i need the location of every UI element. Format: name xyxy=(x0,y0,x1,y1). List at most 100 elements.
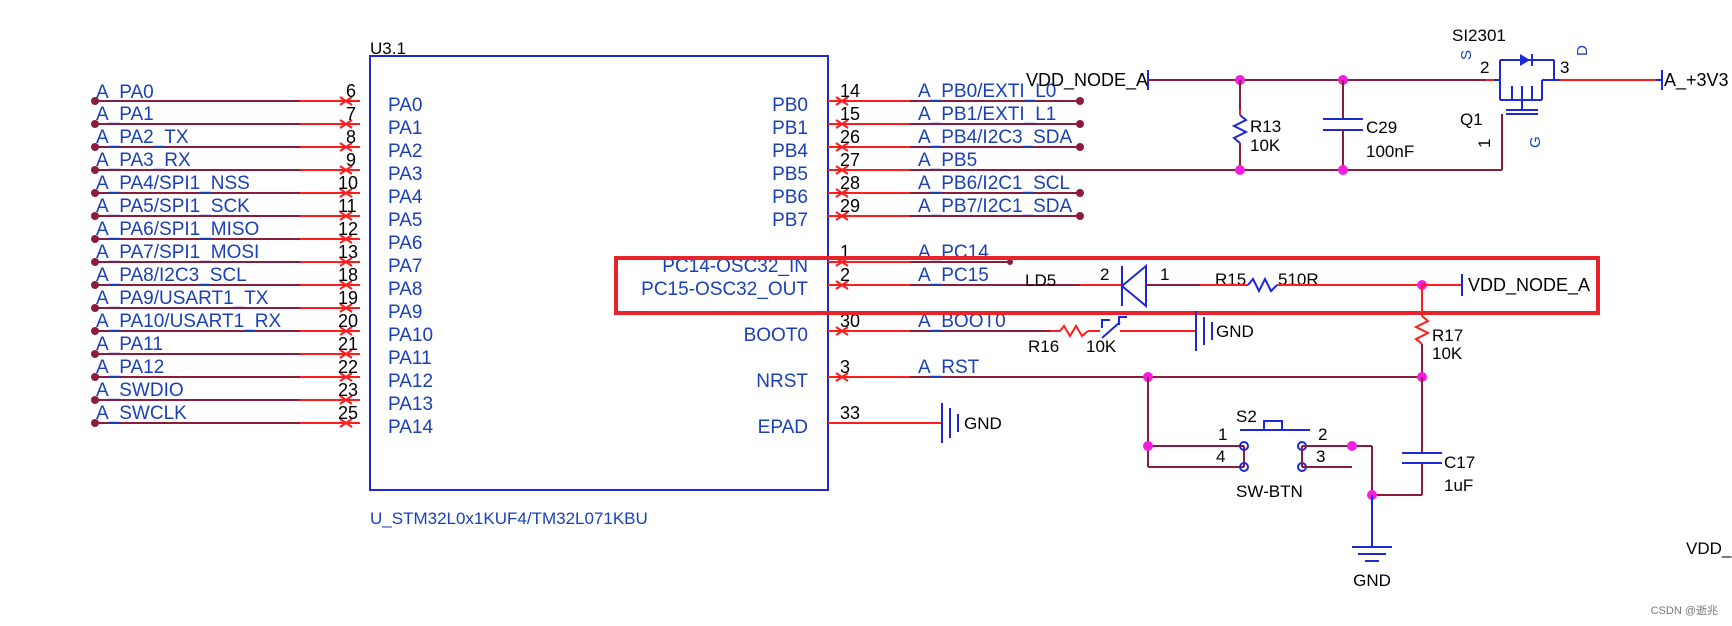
right-pin-epad: 33 EPAD xyxy=(758,403,942,438)
pin-num: 33 xyxy=(840,403,860,423)
net-label: A_PB6/I2C1_SCL xyxy=(918,173,1070,194)
resistor-r15: R15 510R xyxy=(1200,270,1422,294)
pin-name: PA7 xyxy=(388,256,423,277)
left-pin-pa8: A_PA8/I2C3_SCL 18 PA8 xyxy=(91,265,423,300)
left-pin-pa10: A_PA10/USART1_RX 20 PA10 xyxy=(91,311,433,346)
right-pin-pb4: 26 PB4 A_PB4/I2C3_SDA xyxy=(772,127,1084,162)
pin-name: PB1 xyxy=(772,118,808,139)
gnd-boot-symbol: GND xyxy=(1195,311,1254,351)
ref: Q1 xyxy=(1460,110,1483,129)
pin-num: 10 xyxy=(338,173,358,193)
pin-name: PA13 xyxy=(388,394,433,415)
pin-num: 27 xyxy=(840,150,860,170)
right-pin-pb1: 15 PB1 A_PB1/EXTI_L1 xyxy=(772,104,1084,139)
net-label: A_PA10/USART1_RX xyxy=(96,311,281,332)
right-pin-pc14: 1 PC14-OSC32_IN A_PC14 xyxy=(662,242,1013,277)
net-label: A_PA12 xyxy=(96,357,164,378)
right-pin-nrst: 3 NRST A_RST xyxy=(756,357,1422,392)
p3: 3 xyxy=(1316,447,1325,466)
pin-name: PC14-OSC32_IN xyxy=(662,256,808,277)
pin1: 1 xyxy=(1160,265,1169,284)
right-pin-pb5: 27 PB5 A_PB5 xyxy=(772,150,1502,185)
pin-num: 30 xyxy=(840,311,860,331)
pin-s: S xyxy=(1458,50,1475,60)
pin-g: G xyxy=(1527,136,1544,148)
right-pin-pb7: 29 PB7 A_PB7/I2C1_SDA xyxy=(772,196,1084,231)
net-label: VDD_NODE_A xyxy=(1468,275,1590,296)
left-pin-pa3: A_PA3_RX 9 PA3 xyxy=(91,150,423,185)
pin2: 2 xyxy=(1480,58,1489,77)
pin-num: 6 xyxy=(346,81,356,101)
left-pin-pa12: A_PA12 22 PA12 xyxy=(91,357,433,392)
pin-num: 1 xyxy=(840,242,850,262)
pin-name: PA5 xyxy=(388,210,423,231)
gnd-label: GND xyxy=(964,414,1002,433)
part: SW-BTN xyxy=(1236,482,1303,501)
pin-name: PB5 xyxy=(772,164,808,185)
right-pin-pb0: 14 PB0 A_PB0/EXTI_L0 xyxy=(772,81,1084,116)
switch-s2: S2 SW-BTN 1 2 3 4 xyxy=(1143,377,1373,501)
value: 10K xyxy=(1432,344,1463,363)
right-pin-boot0: 30 BOOT0 A_BOOT0 xyxy=(744,311,1060,346)
left-pin-pa11: A_PA11 21 PA11 xyxy=(91,334,432,369)
net-label: A_PB0/EXTI_L0 xyxy=(918,81,1056,102)
value: 1uF xyxy=(1444,476,1473,495)
value: 510R xyxy=(1278,270,1319,289)
net-label: A_PA2_TX xyxy=(96,127,189,148)
net-label: A_BOOT0 xyxy=(918,311,1006,332)
pin-name: PA14 xyxy=(388,417,434,438)
pin-name: PA6 xyxy=(388,233,423,254)
pin2: 2 xyxy=(1100,265,1109,284)
pin-name: PA10 xyxy=(388,325,433,346)
left-pin-pa4: A_PA4/SPI1_NSS 10 PA4 xyxy=(91,173,423,208)
net-label: A_PA1 xyxy=(96,104,154,125)
part: SI2301 xyxy=(1452,26,1506,45)
left-pin-pa5: A_PA5/SPI1_SCK 11 PA5 xyxy=(91,196,423,231)
pin-name: PB4 xyxy=(772,141,808,162)
pin-num: 15 xyxy=(840,104,860,124)
right-pin-pc15: 2 PC15-OSC32_OUT A_PC15 xyxy=(641,265,1122,300)
net-label: VDD_NODE_A xyxy=(1026,70,1148,91)
pin-num: 2 xyxy=(840,265,850,285)
pin-name: PA11 xyxy=(388,348,432,369)
pin-name: EPAD xyxy=(758,417,808,438)
pin-num: 29 xyxy=(840,196,860,216)
pin-num: 18 xyxy=(338,265,358,285)
left-pin-pa9: A_PA9/USART1_TX 19 PA9 xyxy=(91,288,423,323)
pin-num: 26 xyxy=(840,127,860,147)
pin1: 1 xyxy=(1475,139,1494,148)
value: 10K xyxy=(1086,337,1117,356)
net-label: A_RST xyxy=(918,357,980,378)
pin-name: PB7 xyxy=(772,210,808,231)
pin-num: 9 xyxy=(346,150,356,170)
left-pin-pa6: A_PA6/SPI1_MISO 12 PA6 xyxy=(91,219,423,254)
vdd-3v3-port: A_+3V3 xyxy=(1656,70,1729,91)
pin-num: 23 xyxy=(338,380,358,400)
pin-num: 14 xyxy=(840,81,860,101)
ref: S2 xyxy=(1236,407,1257,426)
pin-name: PA1 xyxy=(388,118,423,139)
ref: C17 xyxy=(1444,453,1475,472)
ref: C29 xyxy=(1366,118,1397,137)
capacitor-c29: C29 100nF xyxy=(1323,80,1414,170)
gnd-label: GND xyxy=(1216,322,1254,341)
left-pin-pa2: A_PA2_TX 8 PA2 xyxy=(91,127,423,162)
left-pin-pa13: A_SWDIO 23 PA13 xyxy=(91,380,433,415)
junction-dot xyxy=(1338,165,1348,175)
net-label: A_PA0 xyxy=(96,82,154,103)
net-label: A_SWCLK xyxy=(96,403,187,424)
resistor-r17: R17 10K xyxy=(1413,285,1463,377)
ref: R13 xyxy=(1250,117,1281,136)
pin-name: PA8 xyxy=(388,279,423,300)
right-pin-pb6: 28 PB6 A_PB6/I2C1_SCL xyxy=(772,173,1084,208)
pin-num: 7 xyxy=(346,104,356,124)
net-label: A_PB1/EXTI_L1 xyxy=(918,104,1056,125)
net-label: A_PC15 xyxy=(918,265,989,286)
left-pin-pa1: A_PA1 7 PA1 xyxy=(91,104,423,139)
pin-name: PA0 xyxy=(388,95,423,116)
net-label: A_PA11 xyxy=(96,334,163,355)
highlight-box xyxy=(614,256,1600,315)
ref: R16 xyxy=(1028,337,1059,356)
net-label: A_PA5/SPI1_SCK xyxy=(96,196,250,217)
